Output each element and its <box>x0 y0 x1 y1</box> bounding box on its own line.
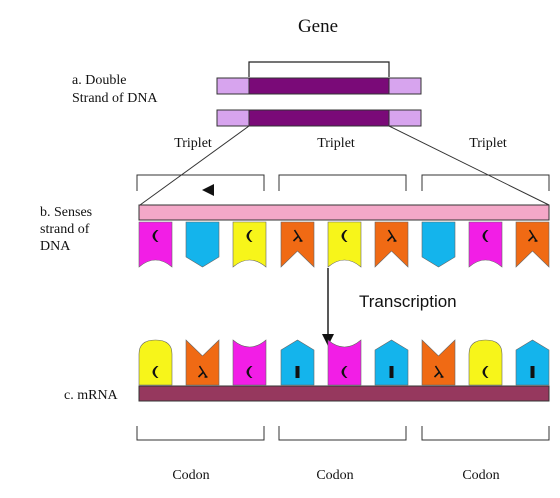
dna-bases <box>138 221 550 268</box>
mrna-label: c. mRNA <box>64 388 119 403</box>
transcription-label: Transcription <box>359 292 457 311</box>
base-glyph-icon <box>527 229 538 242</box>
base-glyph-icon <box>341 366 348 378</box>
nucleotide-base-magenta <box>232 339 267 386</box>
triplet-label: Triplet <box>174 136 212 151</box>
nucleotide-base-yellow <box>232 221 267 268</box>
base-glyph-icon <box>482 230 489 242</box>
triplet-bracket <box>421 174 550 191</box>
dna-strand-bottom-left-flank <box>216 109 250 127</box>
nucleotide-base-cyan <box>280 339 315 386</box>
triplet-label: Triplet <box>469 136 507 151</box>
nucleotide-base-cyan <box>421 221 456 268</box>
gene-bracket <box>248 61 390 77</box>
double-strand-label-line1: a. Double <box>72 73 126 88</box>
senses-label-line2: strand of <box>40 222 90 237</box>
codon-label: Codon <box>316 468 353 483</box>
base-glyph-icon <box>341 230 348 242</box>
codon-label: Codon <box>172 468 209 483</box>
dna-strand-top-gene <box>248 77 390 95</box>
nucleotide-base-yellow <box>468 339 503 386</box>
double-strand-dna <box>216 77 422 127</box>
nucleotide-base-cyan <box>515 339 550 386</box>
gene-label: Gene <box>298 16 338 37</box>
codon-label: Codon <box>462 468 499 483</box>
triplet-bracket <box>136 174 265 191</box>
nucleotide-base-orange <box>515 221 550 268</box>
senses-label-line1: b. Senses <box>40 205 92 220</box>
nucleotide-base-cyan <box>185 221 220 268</box>
base-glyph-icon <box>246 366 253 378</box>
nucleotide-base-magenta <box>327 339 362 386</box>
nucleotide-base-orange <box>280 221 315 268</box>
double-strand-label-line2: Strand of DNA <box>72 91 158 106</box>
dna-strand-bottom-gene <box>248 109 390 127</box>
base-glyph-icon <box>292 229 303 242</box>
base-glyph-icon <box>389 366 394 378</box>
sense-strand-bar <box>138 204 550 221</box>
nucleotide-base-magenta <box>468 221 503 268</box>
codon-bracket <box>421 426 550 441</box>
mrna-strand-bar <box>138 385 550 402</box>
dna-strand-top-left-flank <box>216 77 250 95</box>
dna-strand-top-right-flank <box>388 77 422 95</box>
base-glyph-icon <box>152 230 159 242</box>
zoom-line-right <box>388 125 550 206</box>
senses-label-line3: DNA <box>40 239 71 254</box>
nucleotide-base-orange <box>421 339 456 386</box>
triplet-label: Triplet <box>317 136 355 151</box>
base-glyph-icon <box>433 365 444 378</box>
codon-bracket <box>136 426 265 441</box>
base-glyph-icon <box>246 230 253 242</box>
codon-bracket <box>278 426 407 441</box>
dna-strand-bottom-right-flank <box>388 109 422 127</box>
base-glyph-icon <box>295 366 300 378</box>
nucleotide-base-yellow <box>327 221 362 268</box>
base-glyph-icon <box>482 366 489 378</box>
nucleotide-base-orange <box>185 339 220 386</box>
base-glyph-icon <box>386 229 397 242</box>
base-glyph-icon <box>530 366 535 378</box>
nucleotide-base-magenta <box>138 221 173 268</box>
direction-arrow-icon <box>202 184 214 196</box>
triplet-bracket <box>278 174 407 191</box>
nucleotide-base-cyan <box>374 339 409 386</box>
nucleotide-base-orange <box>374 221 409 268</box>
base-glyph-icon <box>197 365 208 378</box>
base-glyph-icon <box>152 366 159 378</box>
nucleotide-base-yellow <box>138 339 173 386</box>
zoom-line-left <box>139 125 250 206</box>
mrna-bases <box>138 339 550 386</box>
